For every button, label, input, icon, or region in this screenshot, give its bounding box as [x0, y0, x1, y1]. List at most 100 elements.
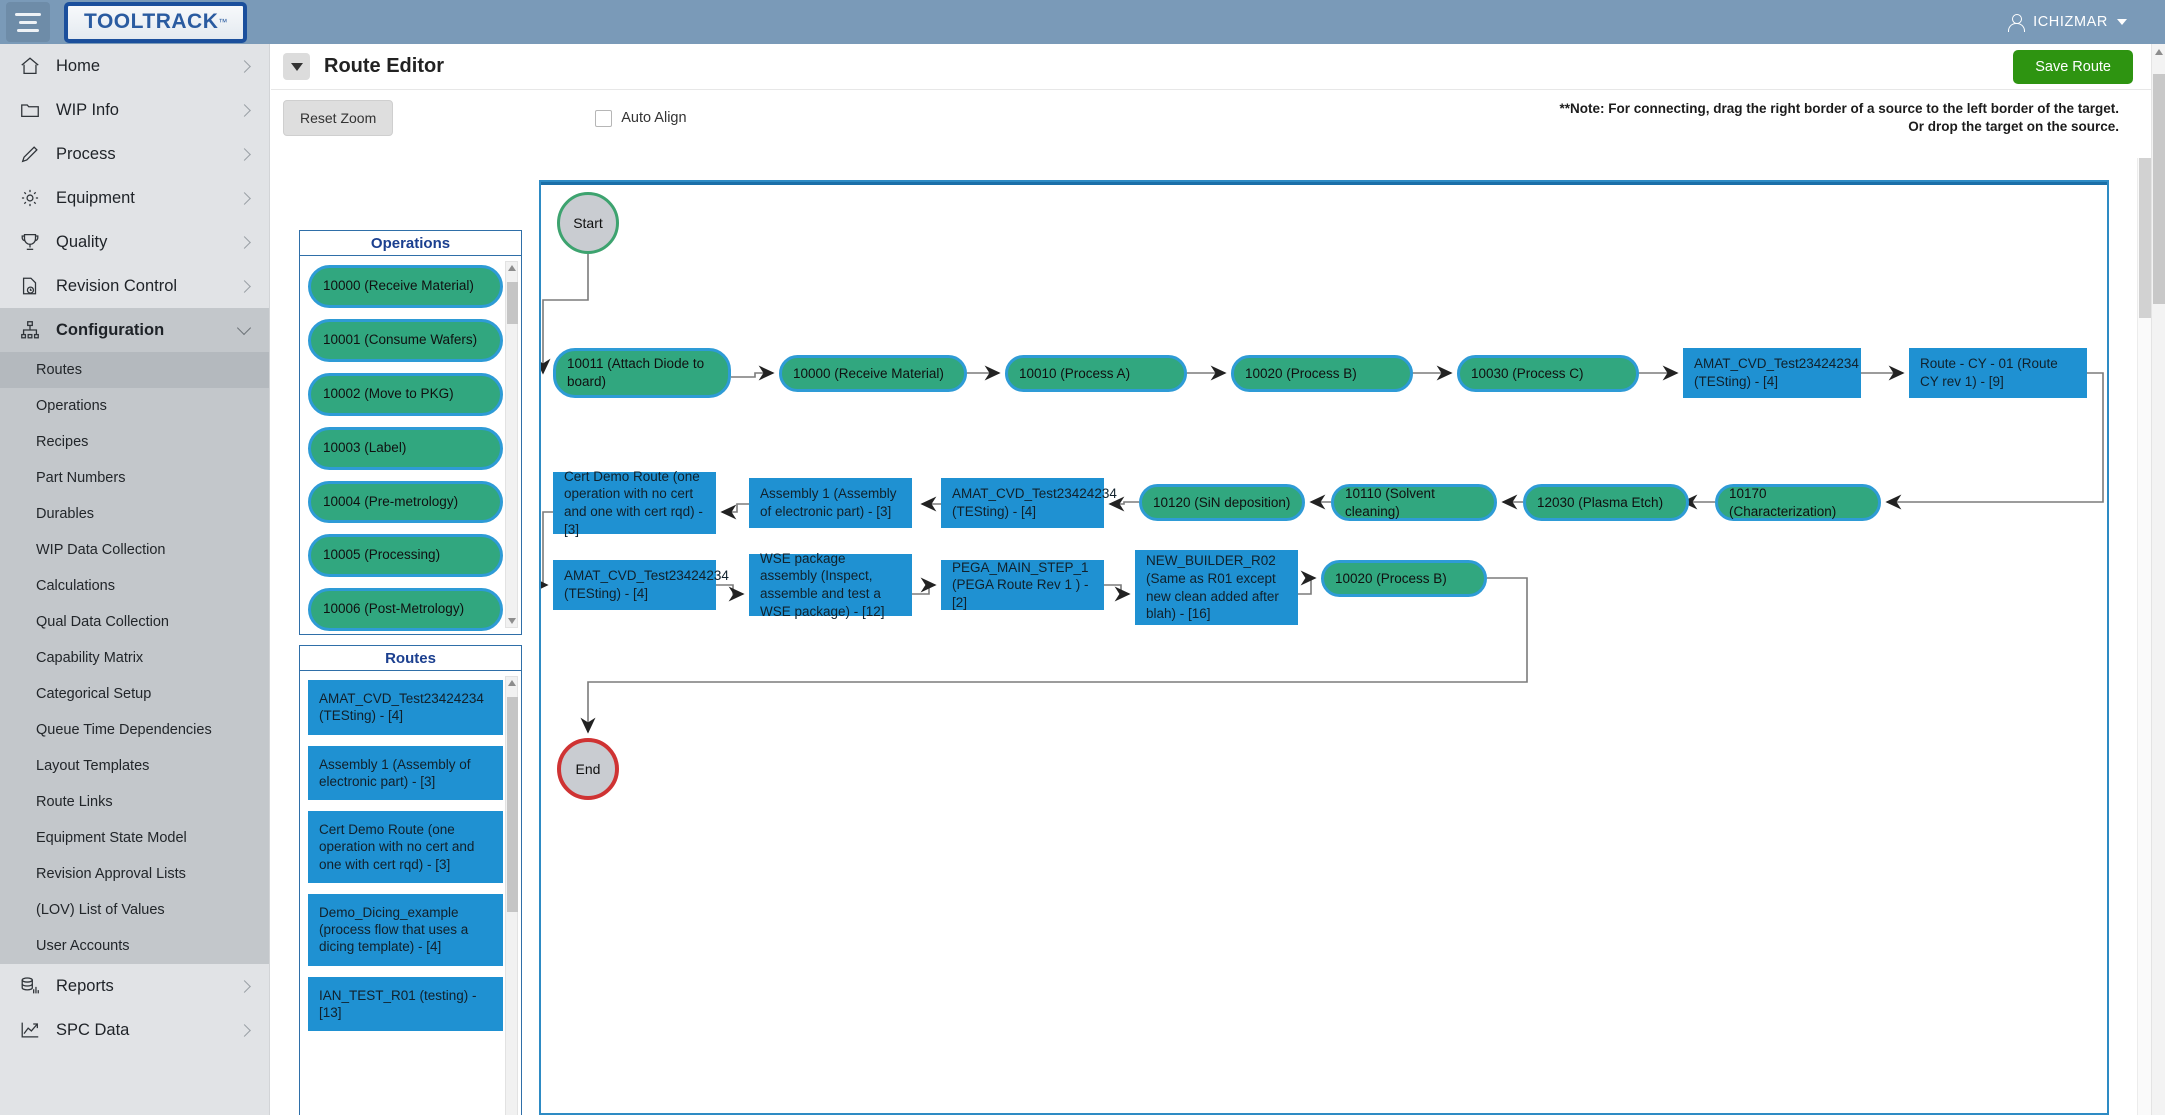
scroll-up-icon[interactable] — [2154, 49, 2163, 55]
diagram-node-operation[interactable]: 10000 (Receive Material) — [779, 355, 967, 392]
reset-zoom-button[interactable]: Reset Zoom — [283, 100, 394, 136]
diagram-node-operation[interactable]: 10020 (Process B) — [1231, 355, 1413, 392]
sidebar-item-recipes[interactable]: Recipes — [0, 424, 269, 460]
sidebar-item-label: SPC Data — [56, 1020, 130, 1039]
diagram-node-route[interactable]: AMAT_CVD_Test23424234 (TESting) - [4] — [941, 478, 1117, 528]
sidebar-item-home[interactable]: Home — [0, 44, 269, 88]
operations-scrollbar[interactable] — [505, 261, 518, 628]
sidebar-item-calculations[interactable]: Calculations — [0, 568, 269, 604]
sidebar-item-queue-time-dependencies[interactable]: Queue Time Dependencies — [0, 712, 269, 748]
operation-chip[interactable]: 10004 (Pre-metrology) — [308, 480, 503, 524]
trophy-icon — [18, 230, 42, 254]
operation-chip[interactable]: 10006 (Post-Metrology) — [308, 588, 503, 632]
sidebar-subitem-label: Equipment State Model — [36, 830, 187, 846]
sidebar-item-quality[interactable]: Quality — [0, 220, 269, 264]
operations-panel: Operations 10000 (Receive Material) 1000… — [299, 230, 522, 635]
database-chart-icon — [18, 974, 42, 998]
diagram-node-operation[interactable]: 10170 (Characterization) — [1715, 484, 1881, 521]
sidebar-item-part-numbers[interactable]: Part Numbers — [0, 460, 269, 496]
operation-chip[interactable]: 10002 (Move to PKG) — [308, 372, 503, 416]
sidebar-item-spc-data[interactable]: SPC Data — [0, 1008, 269, 1052]
sidebar-item-label: Configuration — [56, 320, 165, 339]
sidebar-item-equipment[interactable]: Equipment — [0, 176, 269, 220]
scrollbar-thumb[interactable] — [507, 697, 518, 912]
diagram-node-route[interactable]: Assembly 1 (Assembly of electronic part)… — [749, 478, 912, 528]
diagram-node-operation[interactable]: 10030 (Process C) — [1457, 355, 1639, 392]
triangle-down-icon[interactable] — [283, 53, 310, 80]
operation-chip[interactable]: 10001 (Consume Wafers) — [308, 318, 503, 362]
note-line-1: **Note: For connecting, drag the right b… — [1559, 100, 2119, 116]
node-label: Start — [573, 214, 603, 231]
operation-chip[interactable]: 10003 (Label) — [308, 426, 503, 470]
sidebar-item-categorical-setup[interactable]: Categorical Setup — [0, 676, 269, 712]
diagram-node-operation[interactable]: 10011 (Attach Diode to board) — [553, 348, 731, 398]
sidebar-item-process[interactable]: Process — [0, 132, 269, 176]
route-chip[interactable]: Demo_Dicing_example (process flow that u… — [308, 893, 503, 966]
route-diagram-canvas[interactable]: Start 10011 (Attach Diode to board) 1000… — [539, 180, 2109, 1115]
diagram-node-operation[interactable]: 10010 (Process A) — [1005, 355, 1187, 392]
gear-icon — [18, 186, 42, 210]
sidebar-subitem-label: Routes — [36, 362, 82, 378]
sidebar-subitem-label: Layout Templates — [36, 758, 150, 774]
diagram-node-route[interactable]: AMAT_CVD_Test23424234 (TESting) - [4] — [553, 560, 729, 610]
page-scrollbar[interactable] — [2151, 44, 2165, 1115]
diagram-edges — [541, 254, 2104, 734]
diagram-node-route[interactable]: Cert Demo Route (one operation with no c… — [553, 469, 716, 537]
app-logo: ToolTrack™ — [64, 1, 248, 43]
sidebar-item-revision-approval-lists[interactable]: Revision Approval Lists — [0, 856, 269, 892]
route-chip[interactable]: IAN_TEST_R01 (testing) - [13] — [308, 976, 503, 1032]
sidebar-item-equipment-state-model[interactable]: Equipment State Model — [0, 820, 269, 856]
diagram-node-operation[interactable]: 10110 (Solvent cleaning) — [1331, 484, 1497, 521]
diagram-node-route[interactable]: NEW_BUILDER_R02 (Same as R01 except new … — [1135, 550, 1298, 625]
node-label: AMAT_CVD_Test23424234 (TESting) - [4] — [564, 568, 729, 601]
auto-align-checkbox[interactable]: Auto Align — [595, 109, 687, 127]
content-scrollbar[interactable] — [2137, 158, 2151, 1115]
sidebar-item-routes[interactable]: Routes — [0, 352, 269, 388]
sidebar-item-layout-templates[interactable]: Layout Templates — [0, 748, 269, 784]
end-node[interactable]: End — [557, 738, 619, 800]
operation-chip[interactable]: 10005 (Processing) — [308, 534, 503, 578]
sidebar-subitem-label: (LOV) List of Values — [36, 902, 165, 918]
save-route-button[interactable]: Save Route — [2013, 49, 2133, 84]
diagram-node-route[interactable]: AMAT_CVD_Test23424234 (TESting) - [4] — [1683, 348, 1861, 398]
configuration-submenu: Routes Operations Recipes Part Numbers D… — [0, 352, 269, 964]
route-chip[interactable]: Assembly 1 (Assembly of electronic part)… — [308, 745, 503, 801]
sidebar-item-user-accounts[interactable]: User Accounts — [0, 928, 269, 964]
sidebar-item-wip-info[interactable]: WIP Info — [0, 88, 269, 132]
sidebar-item-label: Reports — [56, 976, 114, 995]
sidebar-item-operations[interactable]: Operations — [0, 388, 269, 424]
user-menu[interactable]: ICHIZMAR — [2007, 13, 2127, 32]
diagram-node-operation[interactable]: 10020 (Process B) — [1321, 560, 1487, 597]
sidebar-item-reports[interactable]: Reports — [0, 964, 269, 1008]
sidebar-item-wip-data-collection[interactable]: WIP Data Collection — [0, 532, 269, 568]
diagram-node-route[interactable]: WSE package assembly (Inspect, assemble … — [749, 551, 912, 619]
sidebar-subitem-label: WIP Data Collection — [36, 542, 166, 558]
scrollbar-thumb[interactable] — [507, 282, 518, 324]
operation-chip[interactable]: 10000 (Receive Material) — [308, 265, 503, 308]
sidebar-item-durables[interactable]: Durables — [0, 496, 269, 532]
route-chip[interactable]: Cert Demo Route (one operation with no c… — [308, 811, 503, 883]
sidebar-item-qual-data-collection[interactable]: Qual Data Collection — [0, 604, 269, 640]
sidebar-item-lov-list-of-values[interactable]: (LOV) List of Values — [0, 892, 269, 928]
diagram-node-operation[interactable]: 12030 (Plasma Etch) — [1523, 484, 1689, 521]
diagram-node-route[interactable]: Route - CY - 01 (Route CY rev 1) - [9] — [1909, 348, 2087, 398]
sidebar-item-label: Quality — [56, 232, 108, 251]
diagram-node-operation[interactable]: 10120 (SiN deposition) — [1139, 484, 1305, 521]
pencil-icon — [18, 142, 42, 166]
scrollbar-thumb[interactable] — [2153, 74, 2165, 304]
start-node[interactable]: Start — [557, 192, 619, 254]
scroll-up-icon[interactable] — [508, 265, 516, 271]
sidebar-item-configuration[interactable]: Configuration — [0, 308, 269, 352]
node-label: NEW_BUILDER_R02 (Same as R01 except new … — [1146, 553, 1279, 622]
scroll-up-icon[interactable] — [508, 680, 516, 686]
sidebar-item-route-links[interactable]: Route Links — [0, 784, 269, 820]
sidebar-item-revision-control[interactable]: Revision Control — [0, 264, 269, 308]
hamburger-icon[interactable] — [6, 2, 50, 42]
scroll-down-icon[interactable] — [508, 618, 516, 624]
scrollbar-thumb[interactable] — [2139, 158, 2151, 318]
sidebar-item-capability-matrix[interactable]: Capability Matrix — [0, 640, 269, 676]
routes-scrollbar[interactable] — [505, 676, 518, 1115]
checkbox-box[interactable] — [595, 109, 613, 127]
route-chip[interactable]: AMAT_CVD_Test23424234 (TESting) - [4] — [308, 680, 503, 735]
diagram-node-route[interactable]: PEGA_MAIN_STEP_1 (PEGA Route Rev 1 ) - [… — [941, 560, 1104, 610]
